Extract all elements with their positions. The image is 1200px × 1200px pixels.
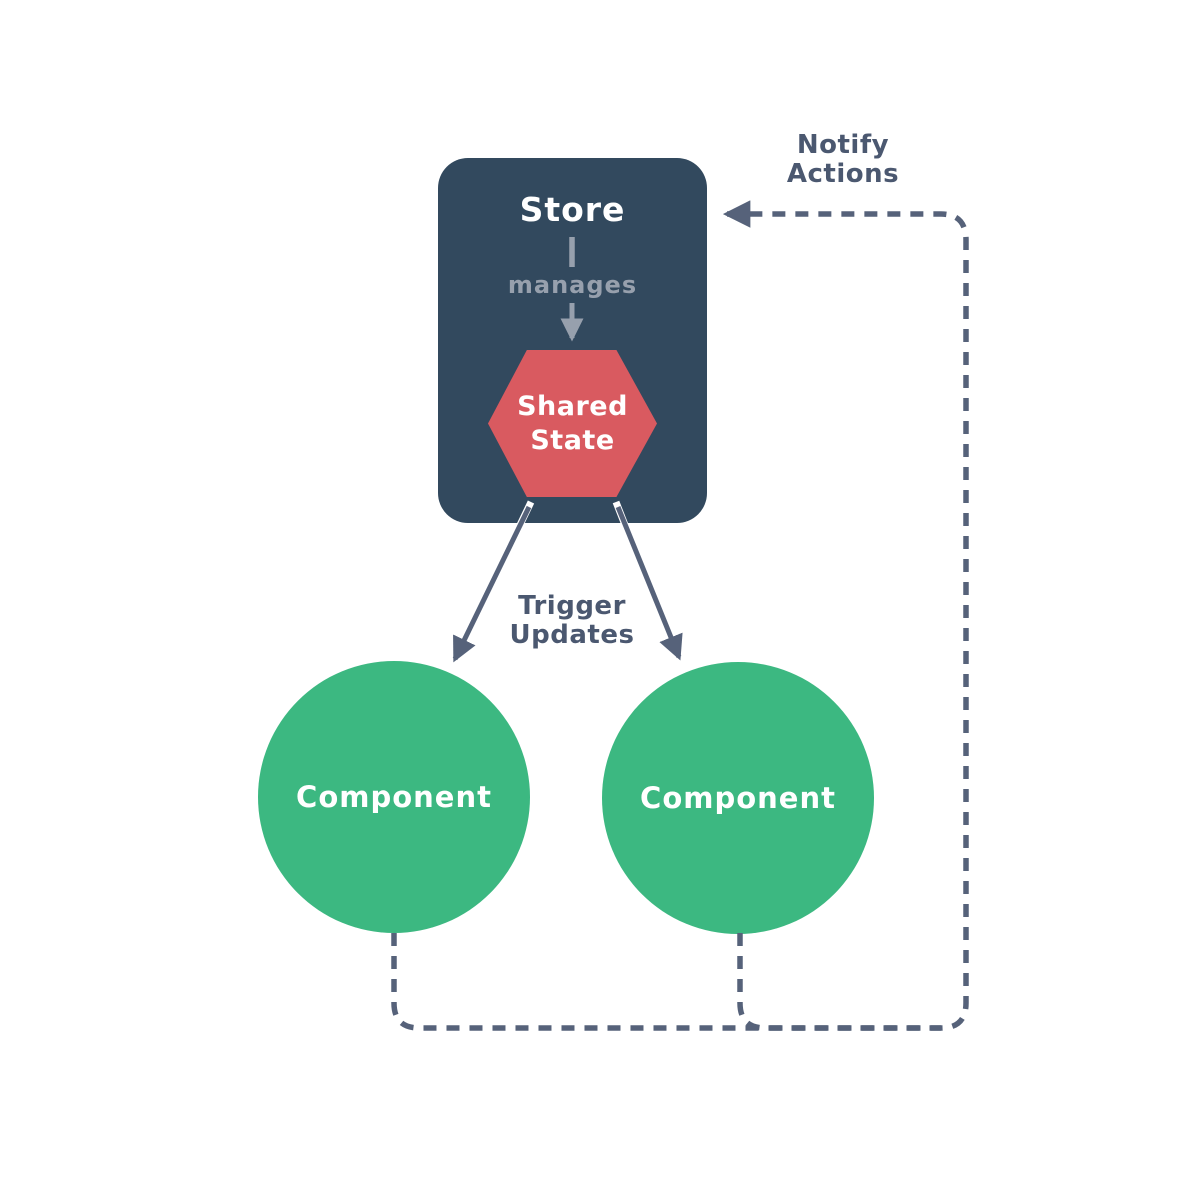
store-label: Store xyxy=(519,190,626,229)
component-node-right: Component xyxy=(602,662,874,934)
notify-actions-label: Notify Actions xyxy=(743,131,943,189)
notify-actions-label-line1: Notify xyxy=(796,130,890,160)
trigger-updates-label-line2: Updates xyxy=(509,620,635,650)
shared-state-label-line1: Shared xyxy=(517,390,628,422)
component-label-right: Component xyxy=(640,781,836,815)
notify-dashed-path-right xyxy=(737,933,941,1031)
notify-actions-label-line2: Actions xyxy=(786,159,900,189)
trigger-updates-label: Trigger Updates xyxy=(472,592,672,650)
trigger-updates-label-line1: Trigger xyxy=(518,591,626,621)
shared-state-label-line2: State xyxy=(530,424,615,456)
component-label-left: Component xyxy=(296,780,492,814)
component-node-left: Component xyxy=(258,661,530,933)
manages-label: manages xyxy=(507,271,638,299)
